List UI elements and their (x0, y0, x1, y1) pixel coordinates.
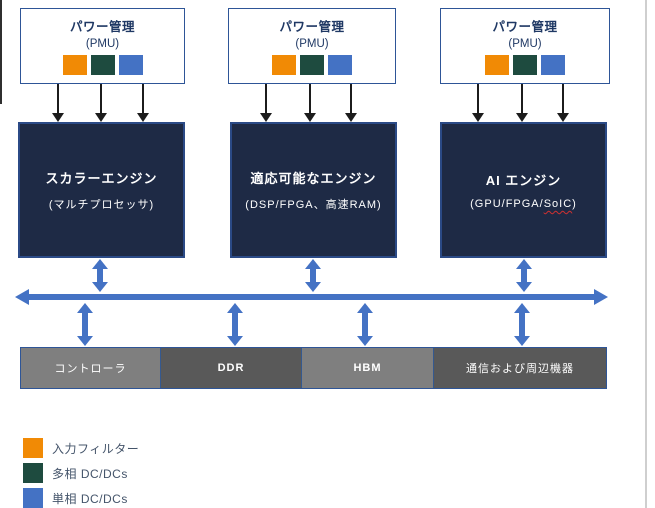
engine-subtitle: (DSP/FPGA、高速RAM) (245, 199, 382, 211)
swatch-single-phase-dcdc (118, 55, 143, 75)
swatch-multiphase-dcdc (90, 55, 115, 75)
arrow-down-icon (260, 113, 272, 122)
pmu-subtitle: (PMU) (85, 38, 120, 50)
pmu-to-engine-arrow (260, 84, 272, 122)
legend-label: 単相 DC/DCs (52, 491, 128, 506)
arrow-up-icon (516, 259, 532, 269)
pmu-swatches (62, 55, 143, 75)
peripheral-cell-hbm: HBM (301, 348, 433, 388)
arrow-down-icon (345, 113, 357, 122)
engine-title: スカラーエンジン (45, 171, 158, 186)
clipped-edge-line (0, 0, 2, 104)
swatch-input-filter (272, 55, 296, 75)
pmu-to-engine-arrow (52, 84, 64, 122)
engine-subtitle: (GPU/FPGA/SoIC) (470, 198, 577, 210)
legend-swatch-multiphase-dcdc (23, 463, 43, 483)
bus-peripheral-arrow (514, 303, 530, 346)
bus-peripheral-arrow (77, 303, 93, 346)
arrow-down-icon (516, 113, 528, 122)
peripheral-row: コントローラ DDR HBM 通信および周辺機器 (20, 347, 607, 389)
swatch-multiphase-dcdc (300, 55, 324, 75)
engine-box-scalar: スカラーエンジン (マルチプロセッサ) (18, 122, 185, 258)
arrow-down-icon (92, 282, 108, 292)
arrow-down-icon (52, 113, 64, 122)
arrow-up-icon (92, 259, 108, 269)
arrow-down-icon (357, 336, 373, 346)
engine-title: 適応可能なエンジン (250, 171, 377, 186)
legend-item-multiphase-dcdc: 多相 DC/DCs (23, 463, 139, 483)
bus-peripheral-arrow (357, 303, 373, 346)
pmu-to-engine-arrow (304, 84, 316, 122)
arrow-down-icon (557, 113, 569, 122)
arrow-left-icon (15, 289, 29, 305)
swatch-input-filter (62, 55, 87, 75)
engine-bus-arrow (92, 259, 108, 292)
engine-subtitle: (マルチプロセッサ) (48, 199, 155, 211)
engine-title: AI エンジン (485, 173, 562, 188)
pmu-box-1: パワー管理 (PMU) (20, 8, 185, 84)
engine-bus-arrow (516, 259, 532, 292)
legend: 入力フィルター 多相 DC/DCs 単相 DC/DCs (23, 438, 139, 508)
pmu-to-engine-arrow (472, 84, 484, 122)
spellcheck-underline: SoIC (543, 198, 573, 210)
arrow-down-icon (227, 336, 243, 346)
legend-label: 多相 DC/DCs (52, 466, 128, 481)
pmu-to-engine-arrow (95, 84, 107, 122)
pmu-to-engine-arrow (516, 84, 528, 122)
legend-label: 入力フィルター (52, 441, 140, 456)
legend-swatch-input-filter (23, 438, 43, 458)
pmu-box-3: パワー管理 (PMU) (440, 8, 610, 84)
arrow-down-icon (472, 113, 484, 122)
arrow-down-icon (514, 336, 530, 346)
arrow-up-icon (357, 303, 373, 313)
pmu-title: パワー管理 (279, 20, 345, 34)
arrow-up-icon (227, 303, 243, 313)
pmu-swatches (272, 55, 352, 75)
pmu-to-engine-arrow (137, 84, 149, 122)
peripheral-cell-controller: コントローラ (21, 348, 160, 388)
peripheral-cell-comms: 通信および周辺機器 (433, 348, 606, 388)
swatch-input-filter (485, 55, 509, 75)
engine-box-ai: AI エンジン (GPU/FPGA/SoIC) (440, 122, 607, 258)
pmu-swatches (485, 55, 565, 75)
system-bus (15, 289, 608, 305)
pmu-title: パワー管理 (69, 20, 135, 34)
swatch-single-phase-dcdc (541, 55, 565, 75)
pmu-subtitle: (PMU) (295, 38, 329, 50)
arrow-down-icon (137, 113, 149, 122)
arrow-down-icon (516, 282, 532, 292)
engine-box-adaptive: 適応可能なエンジン (DSP/FPGA、高速RAM) (230, 122, 397, 258)
pmu-title: パワー管理 (492, 20, 558, 34)
engine-bus-arrow (305, 259, 321, 292)
arrow-down-icon (77, 336, 93, 346)
arrow-up-icon (514, 303, 530, 313)
swatch-multiphase-dcdc (513, 55, 537, 75)
legend-swatch-single-phase-dcdc (23, 488, 43, 508)
arrow-up-icon (305, 259, 321, 269)
arrow-up-icon (77, 303, 93, 313)
page-edge-line (645, 0, 647, 508)
arrow-right-icon (594, 289, 608, 305)
arrow-down-icon (304, 113, 316, 122)
pmu-to-engine-arrow (557, 84, 569, 122)
pmu-to-engine-arrow (345, 84, 357, 122)
arrow-down-icon (95, 113, 107, 122)
peripheral-cell-ddr: DDR (160, 348, 301, 388)
arrow-down-icon (305, 282, 321, 292)
pmu-subtitle: (PMU) (508, 38, 542, 50)
pmu-box-2: パワー管理 (PMU) (228, 8, 396, 84)
swatch-single-phase-dcdc (328, 55, 352, 75)
bus-peripheral-arrow (227, 303, 243, 346)
legend-item-single-phase-dcdc: 単相 DC/DCs (23, 488, 139, 508)
legend-item-input-filter: 入力フィルター (23, 438, 139, 458)
